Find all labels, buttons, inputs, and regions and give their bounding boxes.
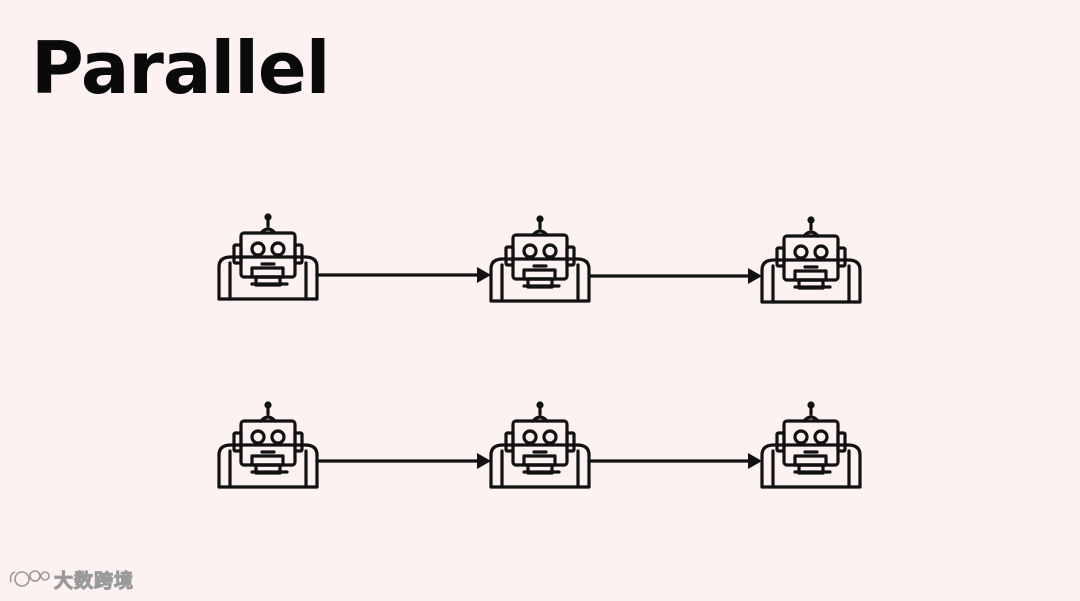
arrow-row1-2: [589, 268, 762, 284]
arrow-row1-1: [317, 267, 491, 283]
arrow-row2-1: [317, 453, 491, 469]
robot-icon-row1-1: [217, 213, 319, 301]
robot-icon-row1-2: [489, 215, 591, 303]
watermark-logo-icon: [9, 570, 50, 587]
robot-icon-row1-3: [760, 216, 862, 304]
robot-icon-row2-2: [489, 401, 591, 489]
robot-icon-row2-3: [760, 401, 862, 489]
watermark: 大数跨境: [8, 566, 134, 592]
arrow-row2-2: [589, 453, 762, 469]
watermark-text: 大数跨境: [53, 569, 135, 592]
page-title: Parallel: [31, 26, 330, 110]
robot-icon-row2-1: [217, 401, 319, 489]
